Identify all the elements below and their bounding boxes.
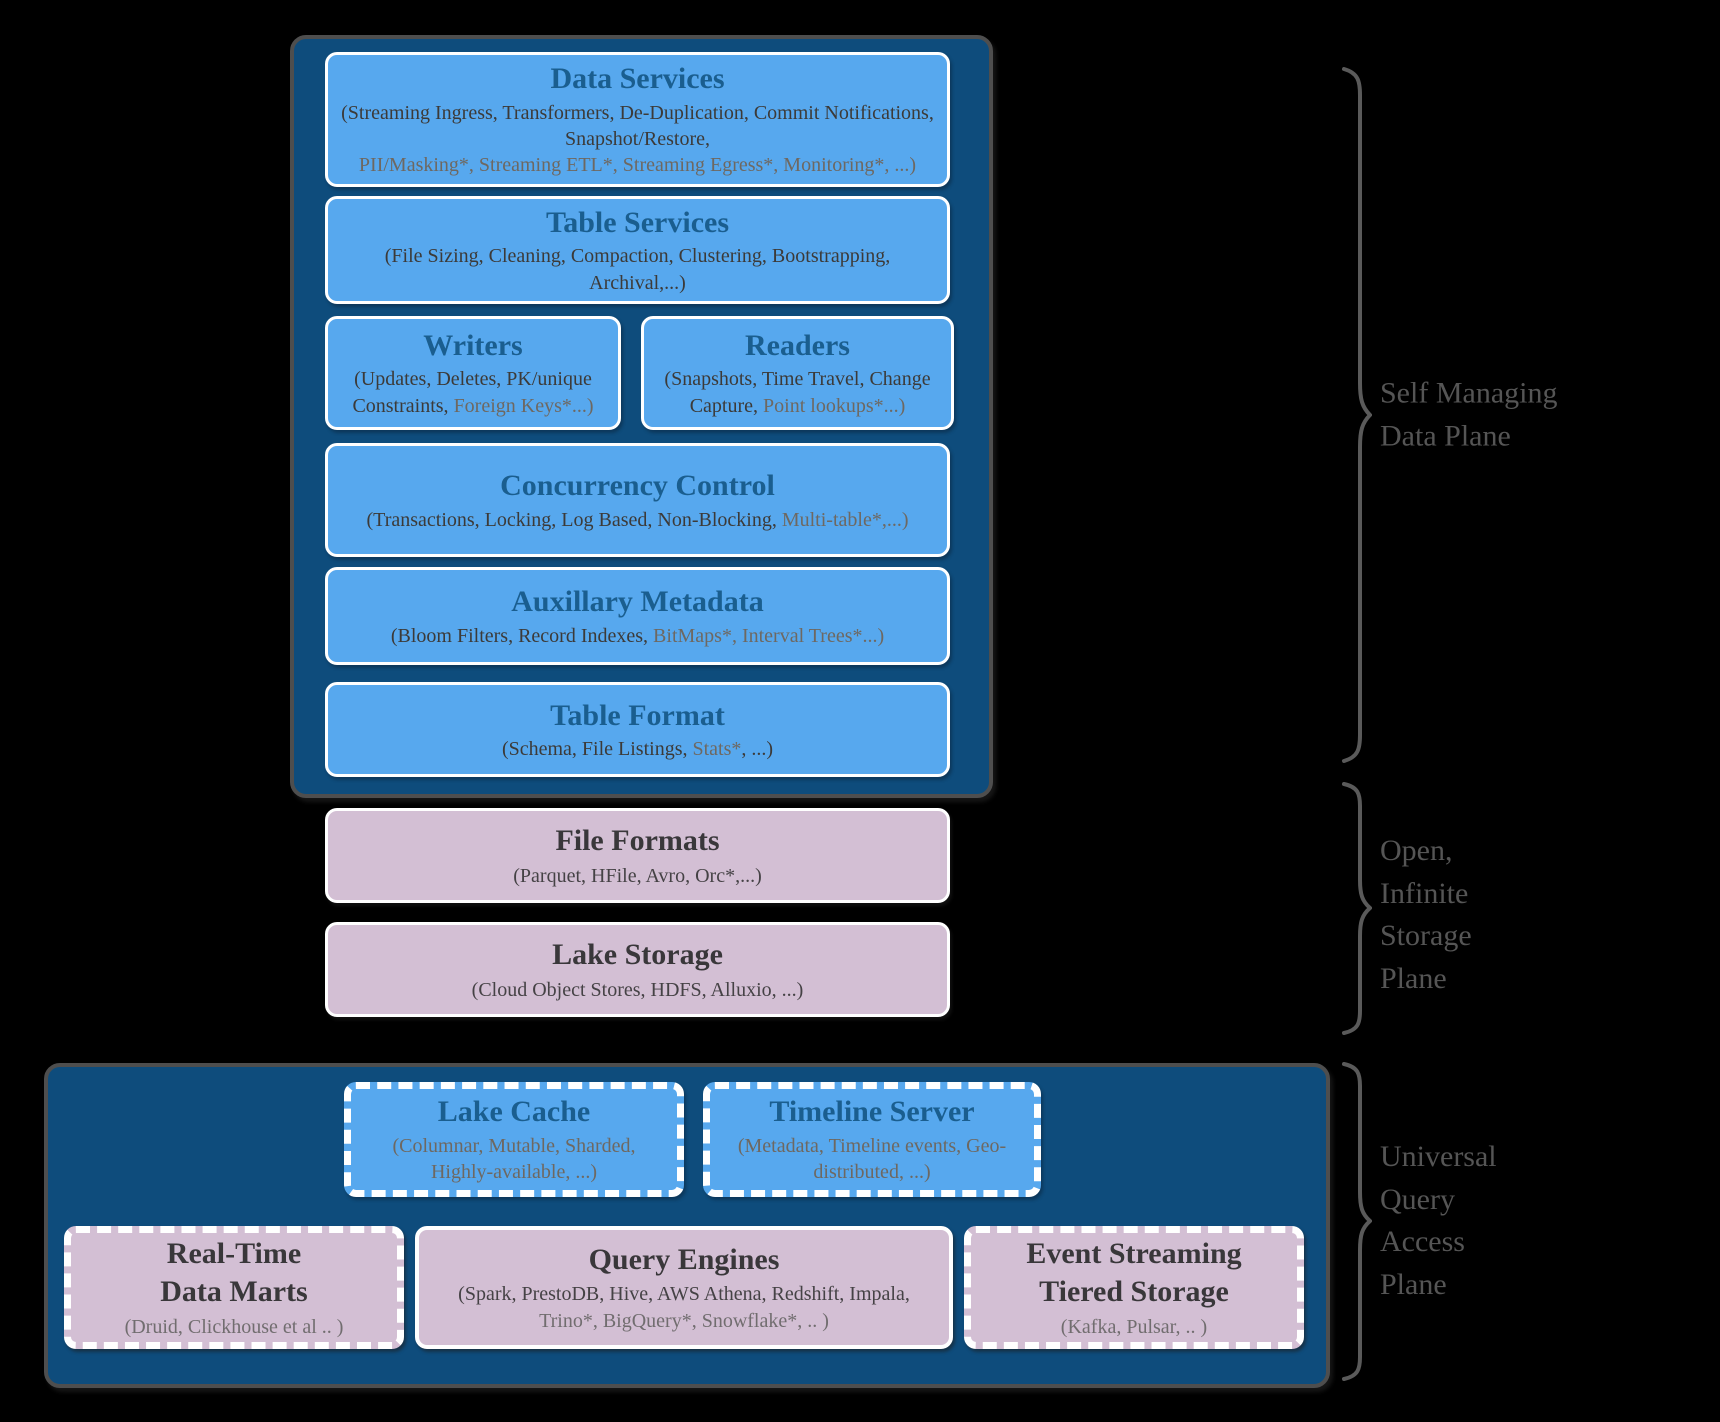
file-formats-box: File Formats (Parquet, HFile, Avro, Orc*… — [325, 808, 950, 903]
lake-storage-box: Lake Storage (Cloud Object Stores, HDFS,… — [325, 922, 950, 1017]
table-format-box: Table Format (Schema, File Listings, Sta… — [325, 682, 950, 777]
auxillary-metadata-subtitle-muted: BitMaps*, Interval Trees*...) — [653, 624, 885, 647]
auxillary-metadata-title: Auxillary Metadata — [511, 585, 764, 619]
readers-subtitle-muted: Point lookups*...) — [763, 394, 906, 417]
auxillary-metadata-box: Auxillary Metadata (Bloom Filters, Recor… — [325, 567, 950, 665]
auxillary-metadata-subtitle-main: (Bloom Filters, Record Indexes, — [390, 624, 654, 647]
timeline-server-subtitle-muted: (Metadata, Timeline events, Geo-distribu… — [737, 1134, 1007, 1184]
query-engines-subtitle: (Spark, PrestoDB, Hive, AWS Athena, Reds… — [429, 1281, 939, 1334]
table-services-title: Table Services — [545, 205, 730, 239]
file-formats-subtitle-main: (Parquet, HFile, Avro, Orc*,...) — [513, 864, 762, 887]
table-services-subtitle: (File Sizing, Cleaning, Compaction, Clus… — [338, 243, 937, 296]
self-managing-plane-label: Self Managing Data Plane — [1380, 376, 1558, 452]
storage-plane-brace-icon — [1342, 782, 1372, 1035]
readers-box: Readers (Snapshots, Time Travel, Change … — [641, 316, 954, 430]
table-services-subtitle-main: (File Sizing, Cleaning, Compaction, Clus… — [384, 245, 891, 294]
writers-title: Writers — [423, 328, 523, 362]
self-managing-data-plane-container: Data Services (Streaming Ingress, Transf… — [290, 35, 993, 798]
file-formats-title: File Formats — [555, 824, 720, 858]
concurrency-control-subtitle-muted: Multi-table*,...) — [781, 508, 909, 531]
lake-cache-title: Lake Cache — [437, 1095, 591, 1129]
query-engines-title: Query Engines — [588, 1242, 780, 1276]
data-services-subtitle: (Streaming Ingress, Transformers, De-Dup… — [338, 100, 937, 179]
event-streaming-title-line1: Event Streaming — [1026, 1236, 1242, 1270]
query-plane-label: Universal Query Access Plane — [1380, 1139, 1497, 1301]
table-format-title: Table Format — [550, 698, 725, 732]
realtime-data-marts-subtitle-muted: (Druid, Clickhouse et al .. ) — [124, 1315, 344, 1338]
concurrency-control-subtitle-main: (Transactions, Locking, Log Based, Non-B… — [366, 508, 782, 531]
timeline-server-subtitle: (Metadata, Timeline events, Geo-distribu… — [720, 1133, 1024, 1186]
table-format-subtitle-tail: , ...) — [741, 738, 774, 761]
data-services-subtitle-main: (Streaming Ingress, Transformers, De-Dup… — [341, 101, 934, 151]
event-streaming-subtitle-muted: (Kafka, Pulsar, .. ) — [1060, 1315, 1208, 1338]
lake-cache-box: Lake Cache (Columnar, Mutable, Sharded, … — [344, 1082, 684, 1197]
timeline-server-title: Timeline Server — [769, 1095, 975, 1129]
writers-subtitle-muted: Foreign Keys*...) — [453, 394, 594, 417]
lake-storage-subtitle: (Cloud Object Stores, HDFS, Alluxio, ...… — [338, 977, 937, 1003]
readers-title: Readers — [745, 328, 850, 362]
query-engines-subtitle-main: (Spark, PrestoDB, Hive, AWS Athena, Reds… — [458, 1283, 910, 1306]
realtime-data-marts-title-line2: Data Marts — [160, 1275, 308, 1309]
lake-cache-subtitle: (Columnar, Mutable, Sharded, Highly-avai… — [361, 1133, 667, 1186]
query-plane-brace-icon — [1342, 1062, 1372, 1381]
storage-plane-label: Open, Infinite Storage Plane — [1380, 833, 1472, 995]
readers-subtitle: (Snapshots, Time Travel, Change Capture,… — [654, 366, 941, 419]
table-services-box: Table Services (File Sizing, Cleaning, C… — [325, 196, 950, 304]
event-streaming-subtitle: (Kafka, Pulsar, .. ) — [981, 1314, 1287, 1340]
lake-storage-title: Lake Storage — [552, 938, 723, 972]
table-format-subtitle-muted: Stats* — [692, 738, 742, 761]
concurrency-control-box: Concurrency Control (Transactions, Locki… — [325, 443, 950, 557]
readers-subtitle-main: (Snapshots, Time Travel, Change Capture, — [664, 368, 931, 417]
realtime-data-marts-subtitle: (Druid, Clickhouse et al .. ) — [81, 1314, 387, 1340]
data-services-subtitle-muted: PII/Masking*, Streaming ETL*, Streaming … — [358, 154, 917, 177]
concurrency-control-subtitle: (Transactions, Locking, Log Based, Non-B… — [338, 507, 937, 533]
realtime-data-marts-title-line1: Real-Time — [166, 1236, 302, 1270]
timeline-server-box: Timeline Server (Metadata, Timeline even… — [703, 1082, 1041, 1197]
lake-cache-subtitle-muted: (Columnar, Mutable, Sharded, Highly-avai… — [392, 1134, 636, 1184]
writers-subtitle-main: (Updates, Deletes, PK/unique Constraints… — [352, 368, 592, 417]
file-formats-subtitle: (Parquet, HFile, Avro, Orc*,...) — [338, 863, 937, 889]
data-services-title: Data Services — [550, 62, 725, 96]
lake-storage-subtitle-main: (Cloud Object Stores, HDFS, Alluxio, ...… — [471, 978, 804, 1001]
query-engines-subtitle-muted: Trino*, BigQuery*, Snowflake*, .. ) — [539, 1309, 829, 1332]
writers-subtitle: (Updates, Deletes, PK/unique Constraints… — [338, 366, 608, 419]
event-streaming-title-line2: Tiered Storage — [1039, 1275, 1229, 1309]
writers-box: Writers (Updates, Deletes, PK/unique Con… — [325, 316, 621, 430]
query-engines-box: Query Engines (Spark, PrestoDB, Hive, AW… — [415, 1226, 953, 1349]
self-managing-plane-brace-icon — [1342, 67, 1372, 763]
table-format-subtitle: (Schema, File Listings, Stats*, ...) — [338, 736, 937, 762]
data-services-box: Data Services (Streaming Ingress, Transf… — [325, 52, 950, 187]
auxillary-metadata-subtitle: (Bloom Filters, Record Indexes, BitMaps*… — [338, 623, 937, 649]
universal-query-access-plane-container: Lake Cache (Columnar, Mutable, Sharded, … — [44, 1063, 1330, 1388]
concurrency-control-title: Concurrency Control — [500, 469, 775, 503]
table-format-subtitle-main: (Schema, File Listings, — [501, 738, 693, 761]
